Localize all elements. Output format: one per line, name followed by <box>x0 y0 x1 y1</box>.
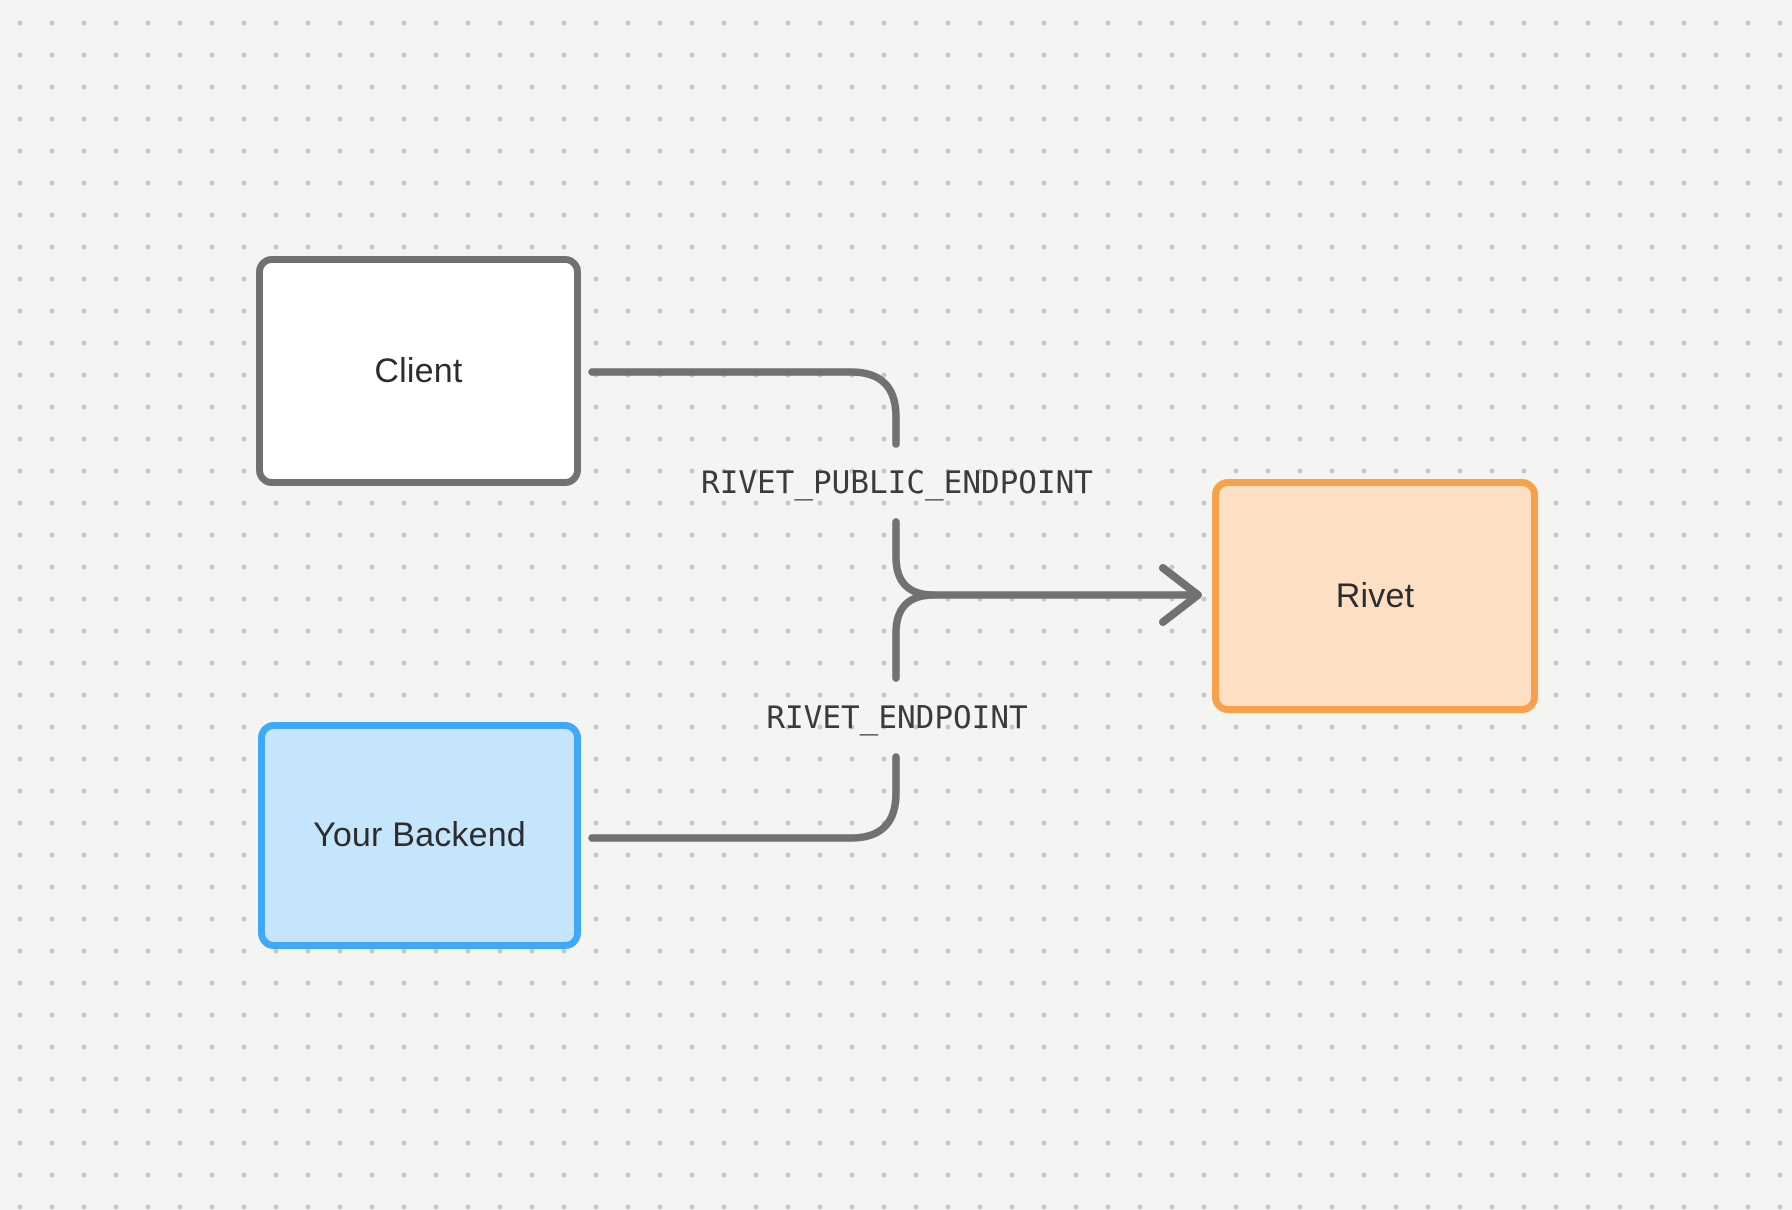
node-your-backend-label: Your Backend <box>313 816 526 854</box>
node-rivet: Rivet <box>1212 479 1538 713</box>
edge-backend-to-label <box>588 753 900 842</box>
node-rivet-label: Rivet <box>1335 576 1415 615</box>
edge-label-rivet-public-endpoint: RIVET_PUBLIC_ENDPOINT <box>701 465 1093 501</box>
node-client: Client <box>256 256 581 486</box>
arrowhead-icon <box>1159 564 1202 626</box>
edge-label-to-rivet <box>892 518 1196 599</box>
edge-client-to-label <box>588 368 900 448</box>
node-client-label: Client <box>374 351 463 390</box>
edge-label-rivet-endpoint: RIVET_ENDPOINT <box>766 700 1028 736</box>
node-your-backend: Your Backend <box>258 722 581 949</box>
edge-label-to-fork <box>892 591 938 682</box>
